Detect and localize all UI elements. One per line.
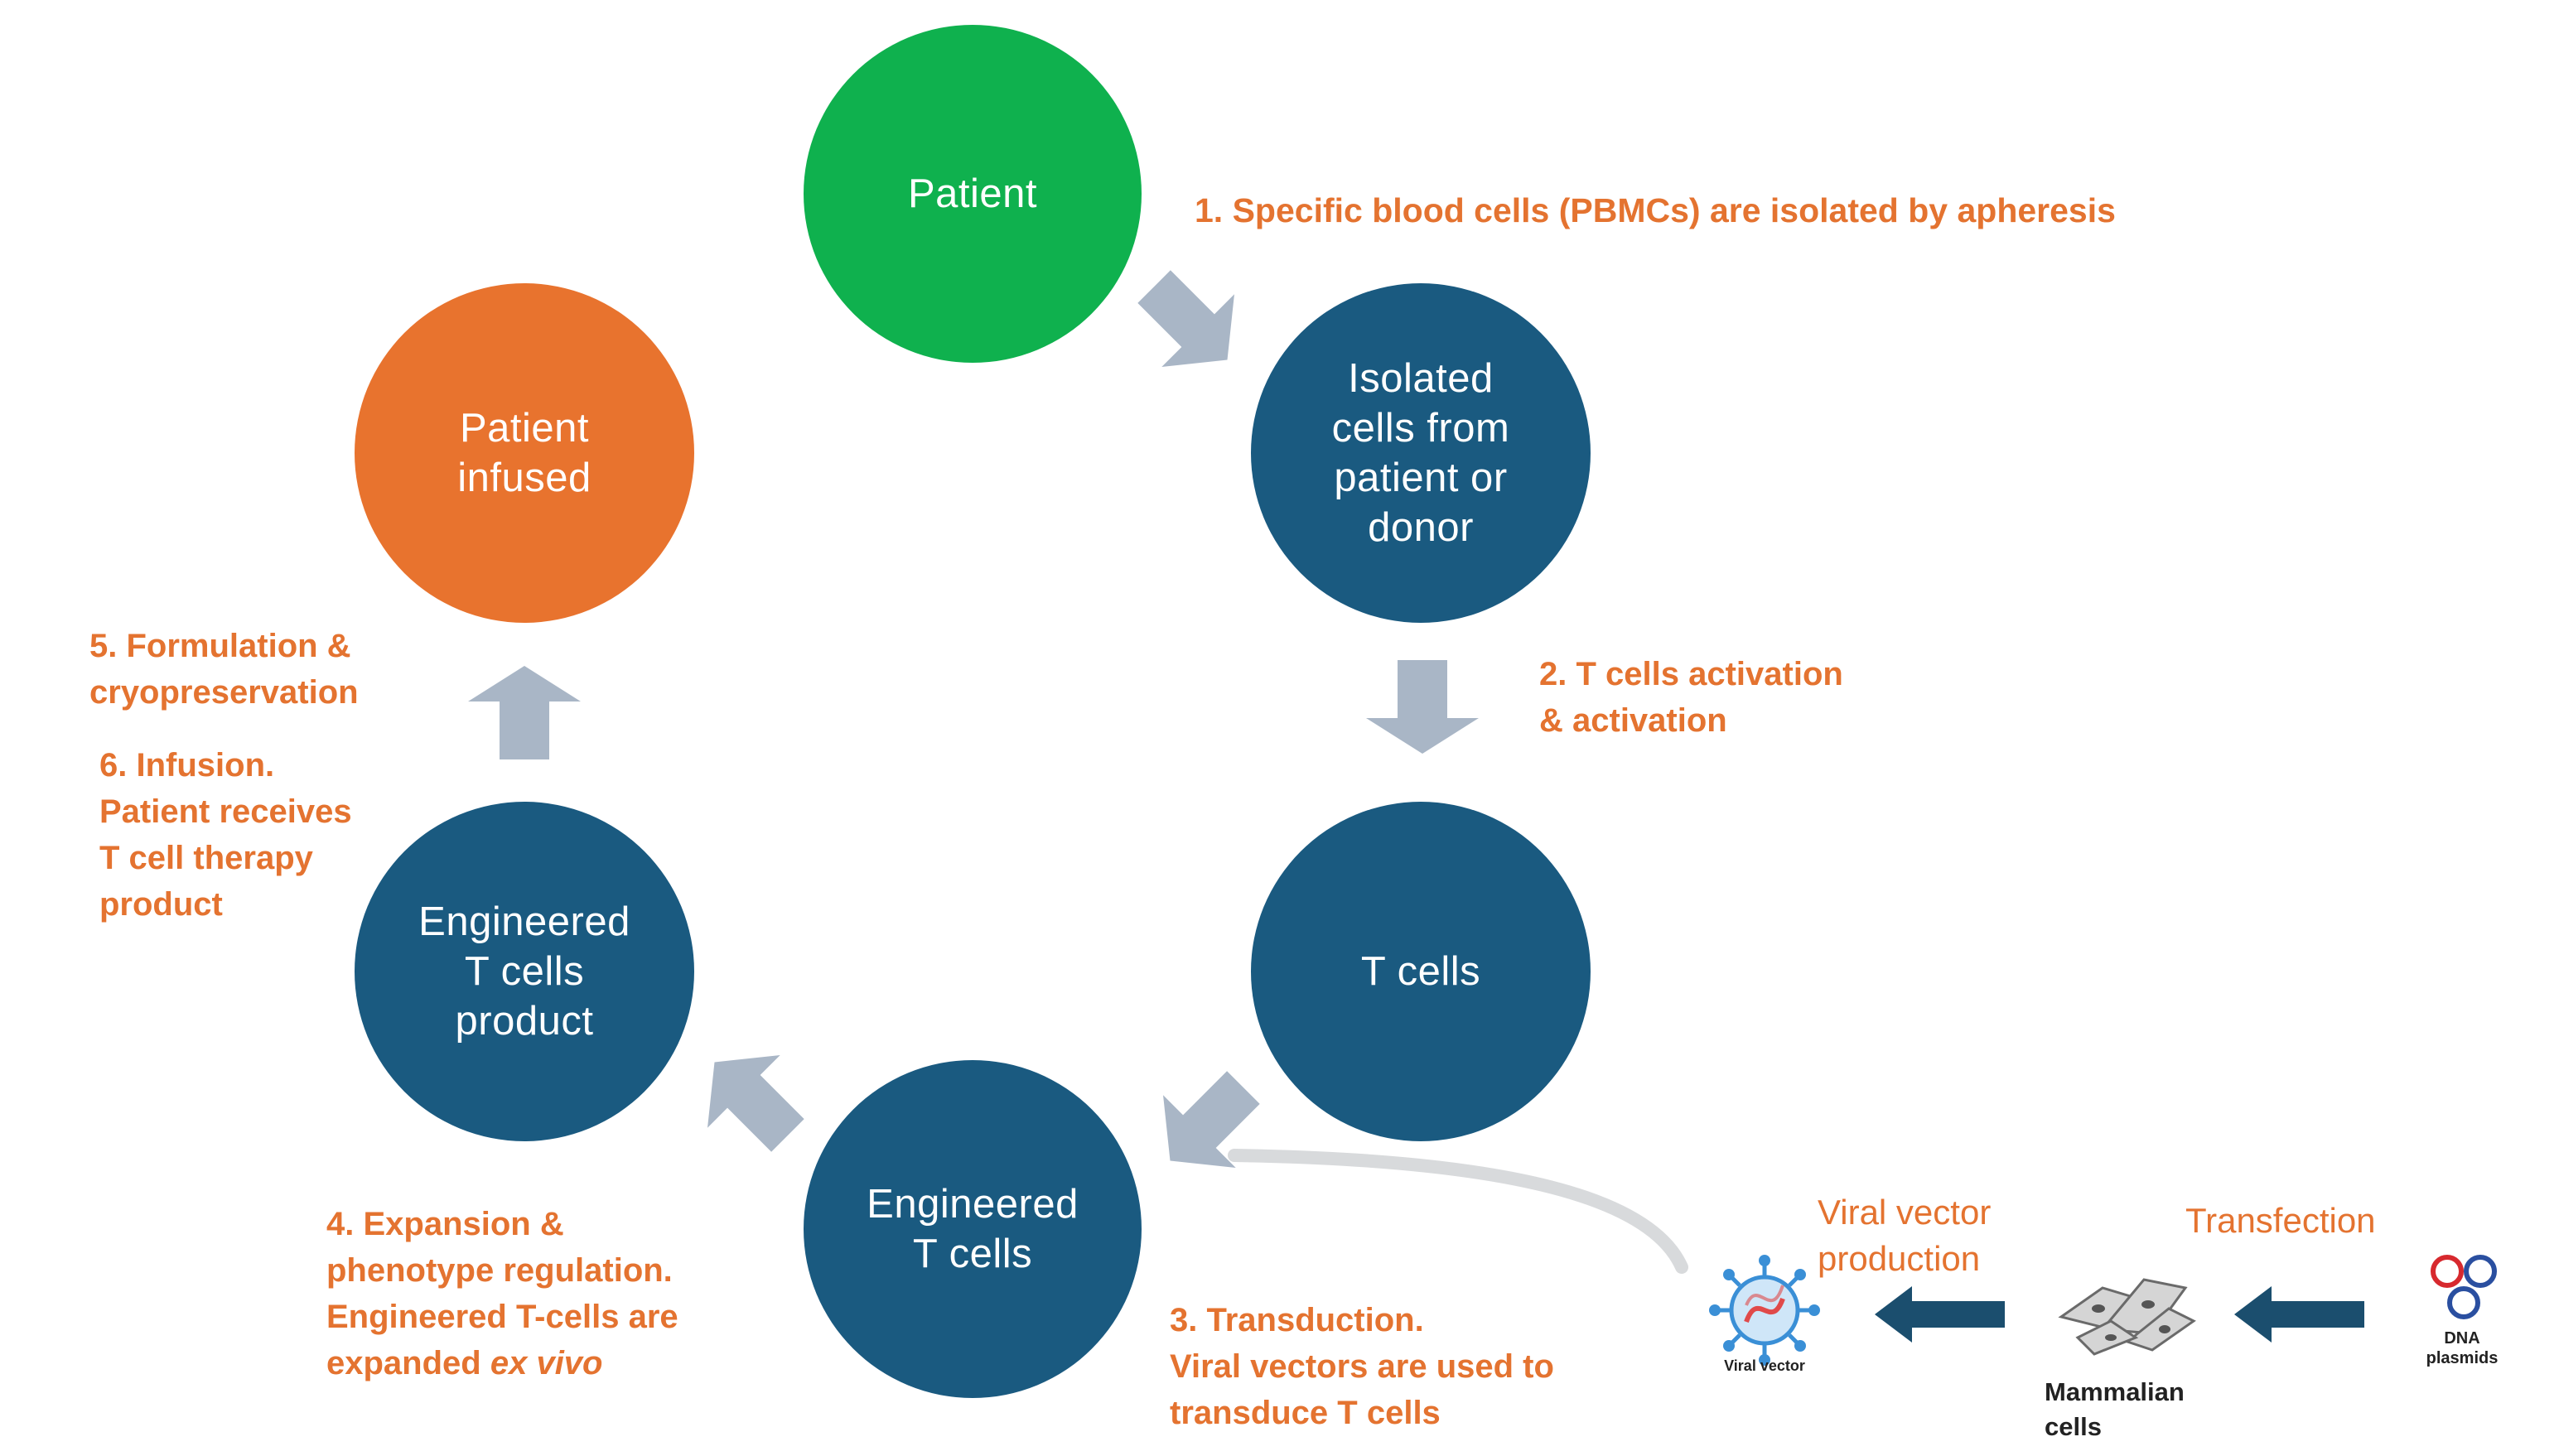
isolated-cells-node: Isolated cells from patient or donor <box>1251 283 1591 623</box>
arrow-icon <box>707 1055 804 1152</box>
mammalian-cells-label: Mammalian cells <box>2045 1377 2185 1441</box>
arrow-icon <box>1875 1286 2005 1343</box>
engineered-t-cells-node: Engineered T cells <box>804 1060 1142 1398</box>
step-4-italic-text: ex vivo <box>490 1345 603 1381</box>
viral-vector-connector <box>1228 1149 1688 1274</box>
step-2-text: 2. T cells activation & activation <box>1539 656 1843 739</box>
engineered-product-node-label: Engineered T cells product <box>418 899 630 1044</box>
cells-icon <box>2058 1278 2196 1356</box>
arrow-icon <box>468 666 581 759</box>
engineered-product-node: Engineered T cells product <box>355 802 694 1141</box>
isolated-cells-node-label: Isolated cells from patient or donor <box>1331 356 1510 550</box>
arrow-icon <box>1366 660 1479 754</box>
virus-icon <box>1709 1255 1820 1366</box>
step-4-main-text: 4. Expansion & phenotype regulation. Eng… <box>326 1206 678 1381</box>
step-1-text: 1. Specific blood cells (PBMCs) are isol… <box>1195 191 2116 229</box>
viral-vector-icon-label: Viral vector <box>1724 1357 1805 1374</box>
viral-vector-production-label: Viral vector production <box>1818 1193 1992 1278</box>
t-cells-node-label: T cells <box>1360 949 1481 994</box>
dna-plasmids-label: DNA plasmids <box>2426 1329 2499 1367</box>
step-6-text: 6. Infusion. Patient receives T cell the… <box>99 747 352 923</box>
transfection-label: Transfection <box>2185 1201 2376 1240</box>
arrow-icon <box>2234 1286 2364 1343</box>
step-5-text: 5. Formulation & cryopreservation <box>89 628 359 711</box>
patient-node: Patient <box>804 25 1142 363</box>
plasmid-icon <box>2431 1255 2497 1319</box>
patient-infused-node: Patient infused <box>355 283 694 623</box>
step-3-text: 3. Transduction. Viral vectors are used … <box>1170 1302 1554 1431</box>
t-cells-node: T cells <box>1251 802 1591 1141</box>
patient-infused-node-label: Patient infused <box>457 406 591 500</box>
patient-node-label: Patient <box>907 171 1038 216</box>
arrow-icon <box>1137 270 1234 367</box>
arrow-icon <box>1163 1071 1260 1168</box>
engineered-t-cells-node-label: Engineered T cells <box>867 1182 1079 1276</box>
step-4-text: 4. Expansion & phenotype regulation. Eng… <box>326 1201 678 1386</box>
